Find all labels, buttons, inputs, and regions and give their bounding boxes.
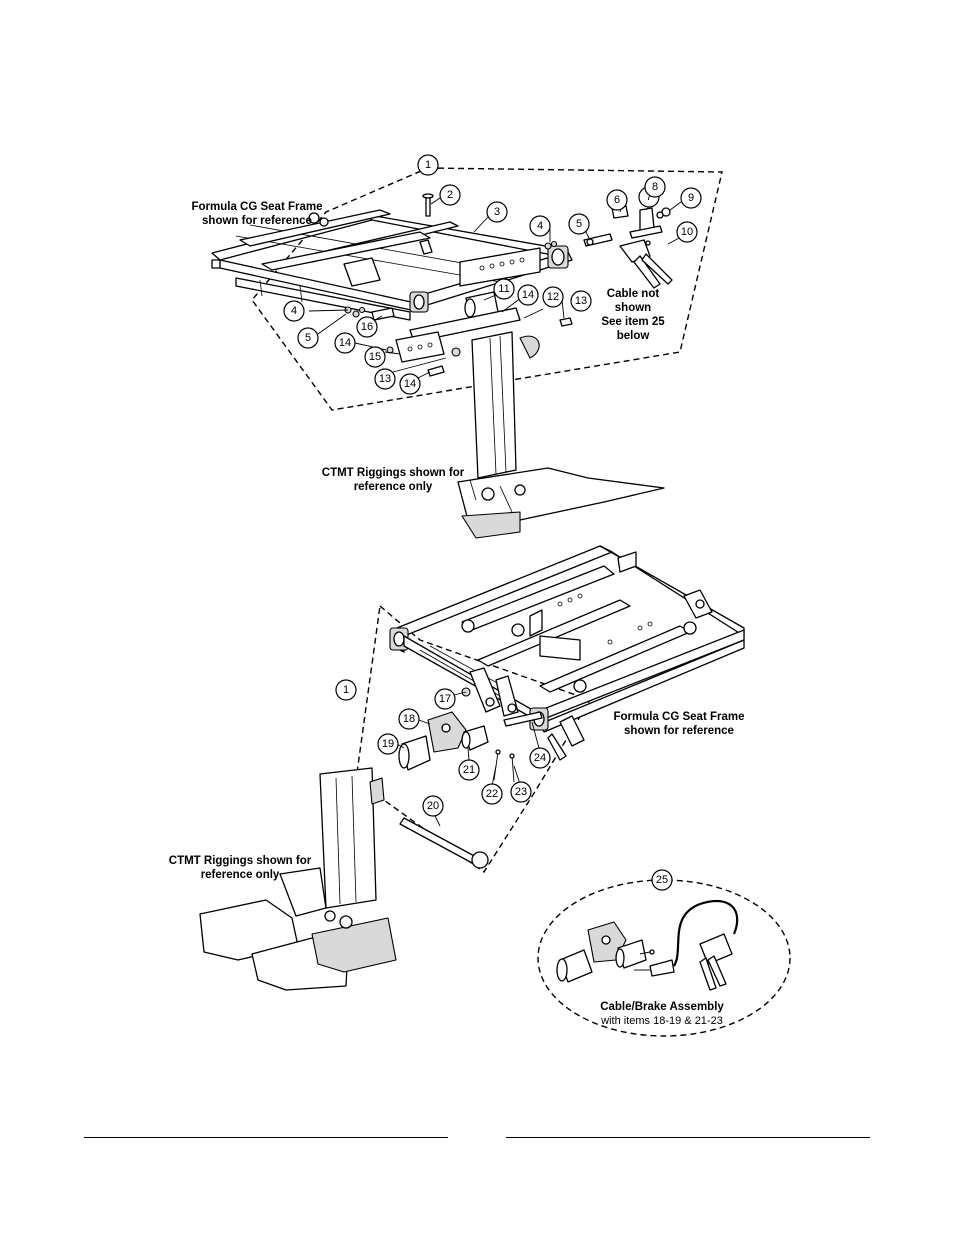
svg-text:2: 2 [447,189,453,201]
top-kit-boundary [251,167,723,411]
bottom-seat-frame-drawing [389,545,745,761]
callout-25: 25 [651,869,673,891]
top-cable-note-line2: shown [615,302,651,314]
callout-3: 3 [486,201,508,223]
callout-9: 9 [680,187,702,209]
callout-2: 2 [439,184,461,206]
svg-text:23: 23 [515,786,527,798]
svg-text:7: 7 [646,191,652,203]
top-cable-note-line3: See item 25 [601,316,665,328]
top-riggings-note-line2: reference only [354,481,433,493]
callout-5-left: 5 [297,327,319,349]
svg-text:14: 14 [522,289,534,301]
svg-text:3: 3 [494,206,500,218]
svg-text:19: 19 [382,738,394,750]
svg-text:14: 14 [339,337,351,349]
top-cable-note-line4: below [617,330,650,342]
svg-text:9: 9 [688,192,694,204]
top-loose-parts [344,193,673,377]
svg-text:24: 24 [534,752,546,764]
svg-text:1: 1 [425,159,431,171]
callout-22: 22 [481,783,503,805]
callout-12: 12 [542,286,564,308]
callout-11: 11 [493,278,515,300]
svg-text:20: 20 [427,800,439,812]
callout-4-left: 4 [283,300,305,322]
top-rigging-drawing [457,331,665,539]
callout-23: 23 [510,781,532,803]
top-cable-note-line1: Cable not [607,288,660,300]
callout-8: 8 [644,176,666,198]
svg-text:12: 12 [547,291,559,303]
callout-24: 24 [529,747,551,769]
bottom-frame-note-line2: shown for reference [624,725,734,737]
svg-text:21: 21 [463,764,475,776]
callout-14-a: 14 [517,284,539,306]
top-seat-frame-drawing [211,209,573,321]
bottom-leaders [396,691,541,827]
callout-6: 6 [606,189,628,211]
svg-text:25: 25 [656,874,668,886]
svg-text:13: 13 [379,373,391,385]
cable-assembly-drawing [556,899,739,991]
bottom-riggings-note-line1: CTMT Riggings shown for [169,855,312,867]
svg-text:8: 8 [652,181,658,193]
bottom-frame-note-line1: Formula CG Seat Frame [613,711,744,723]
callout-5-top: 5 [568,213,590,235]
svg-text:14: 14 [404,378,416,390]
svg-text:1: 1 [343,684,349,696]
svg-text:17: 17 [439,693,451,705]
callout-20: 20 [422,795,444,817]
callout-10: 10 [676,221,698,243]
svg-text:6: 6 [614,194,620,206]
callout-13-a: 13 [570,290,592,312]
top-riggings-note-line1: CTMT Riggings shown for [322,467,465,479]
top-frame-note-line2: shown for reference [202,215,312,227]
svg-text:11: 11 [498,283,509,295]
svg-text:5: 5 [305,332,311,344]
callout-4-top: 4 [529,215,551,237]
svg-text:4: 4 [291,305,297,317]
svg-text:22: 22 [486,788,498,800]
cable-assembly-title: Cable/Brake Assembly [600,1001,724,1013]
callout-17: 17 [434,688,456,710]
callout-21: 21 [458,759,480,781]
callout-18: 18 [398,708,420,730]
bottom-loose-parts [398,667,543,869]
svg-text:4: 4 [537,220,543,232]
svg-text:5: 5 [576,218,582,230]
cable-assembly-subtitle: with items 18-19 & 21-23 [600,1015,723,1027]
bottom-rigging-drawing [199,767,397,991]
callout-1-bottom: 1 [335,679,357,701]
svg-text:10: 10 [681,226,693,238]
callout-15: 15 [364,346,386,368]
svg-text:16: 16 [361,321,373,333]
callout-14-c: 14 [399,373,421,395]
top-frame-note-line1: Formula CG Seat Frame [191,201,322,213]
callout-14-b: 14 [334,332,356,354]
cable-brake-assembly-panel: 25 Cable/Brake Assembly with items 18-19… [537,869,791,1037]
svg-text:18: 18 [403,713,415,725]
footer-rule-left [84,1137,448,1138]
callout-1-top: 1 [417,154,439,176]
svg-text:15: 15 [369,351,381,363]
callout-19: 19 [377,733,399,755]
cable-assembly-boundary [537,879,791,1037]
top-assembly: 1 2 3 4 5 6 7 8 [191,154,723,539]
callout-13-b: 13 [374,368,396,390]
svg-text:13: 13 [575,295,587,307]
callout-16: 16 [356,316,378,338]
bottom-assembly: 1 17 18 19 21 24 22 23 [169,545,745,991]
footer-rule-right [506,1137,870,1138]
bottom-riggings-note-line2: reference only [201,869,280,881]
